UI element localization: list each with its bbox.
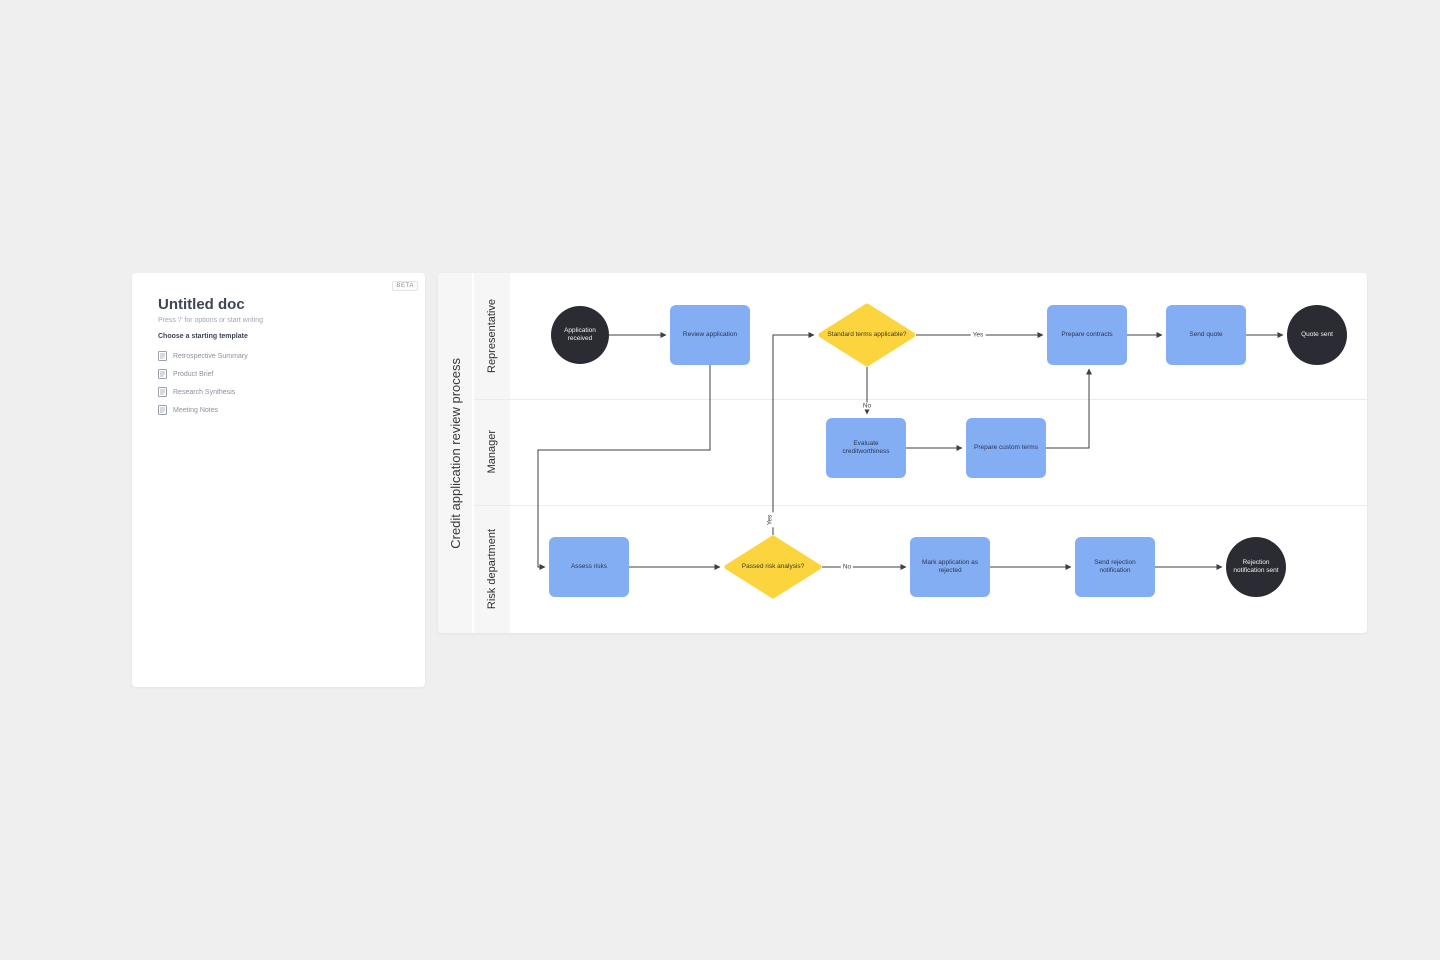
flow-node-standard-terms-applicable[interactable]: Standard terms applicable? <box>818 303 916 367</box>
doc-title[interactable]: Untitled doc <box>158 296 245 313</box>
flow-node-quote-sent[interactable]: Quote sent <box>1287 305 1347 365</box>
templates-heading: Choose a starting template <box>158 333 248 340</box>
template-item-label: Product Brief <box>173 370 214 378</box>
flow-node-evaluate-creditworthiness[interactable]: Evaluate creditworthiness <box>826 418 906 478</box>
lane-divider <box>474 399 1367 400</box>
edge-custom-terms-to-prepare-contracts <box>1046 368 1092 449</box>
lane-divider <box>474 505 1367 506</box>
flow-node-review-application[interactable]: Review application <box>670 305 750 365</box>
template-item-meeting-notes[interactable]: Meeting Notes <box>158 401 405 419</box>
flow-node-rejection-notification-sent[interactable]: Rejection notification sent <box>1226 537 1286 597</box>
doc-panel: BETA Untitled doc Press '/' for options … <box>132 273 425 687</box>
template-item-label: Meeting Notes <box>173 406 219 414</box>
template-item-product-brief[interactable]: Product Brief <box>158 365 405 383</box>
template-item-label: Research Synthesis <box>173 388 236 396</box>
flow-node-mark-application-as-rejected[interactable]: Mark application as rejected <box>910 537 990 597</box>
edge-risk-yes-to-standard-terms <box>772 332 815 535</box>
flow-node-application-received[interactable]: Application received <box>551 306 609 364</box>
doc-editor-placeholder[interactable]: Press '/' for options or start writing <box>158 317 263 324</box>
flow-node-send-rejection-notification[interactable]: Send rejection notification <box>1075 537 1155 597</box>
template-item-research-synthesis[interactable]: Research Synthesis <box>158 383 405 401</box>
template-item-label: Retrospective Summary <box>173 352 248 360</box>
template-list: Retrospective Summary Product Brief Rese… <box>158 347 405 419</box>
flow-nodes: Application received Review application St… <box>438 273 1367 633</box>
doc-template-icon <box>158 387 167 397</box>
doc-template-icon <box>158 405 167 415</box>
lane-label-column <box>474 273 510 633</box>
template-item-retrospective-summary[interactable]: Retrospective Summary <box>158 347 405 365</box>
beta-badge: BETA <box>392 281 418 291</box>
flow-node-assess-risks[interactable]: Assess risks <box>549 537 629 597</box>
swimlane-diagram: Credit application review process Repres… <box>438 273 1367 633</box>
diagram-title-column: Credit application review process <box>438 273 472 633</box>
doc-template-icon <box>158 351 167 361</box>
flow-node-prepare-custom-terms[interactable]: Prepare custom terms <box>966 418 1046 478</box>
edge-review-to-assess-risks <box>537 365 711 570</box>
doc-template-icon <box>158 369 167 379</box>
flow-node-prepare-contracts[interactable]: Prepare contracts <box>1047 305 1127 365</box>
flow-node-send-quote[interactable]: Send quote <box>1166 305 1246 365</box>
flow-node-passed-risk-analysis[interactable]: Passed risk analysis? <box>724 535 822 599</box>
